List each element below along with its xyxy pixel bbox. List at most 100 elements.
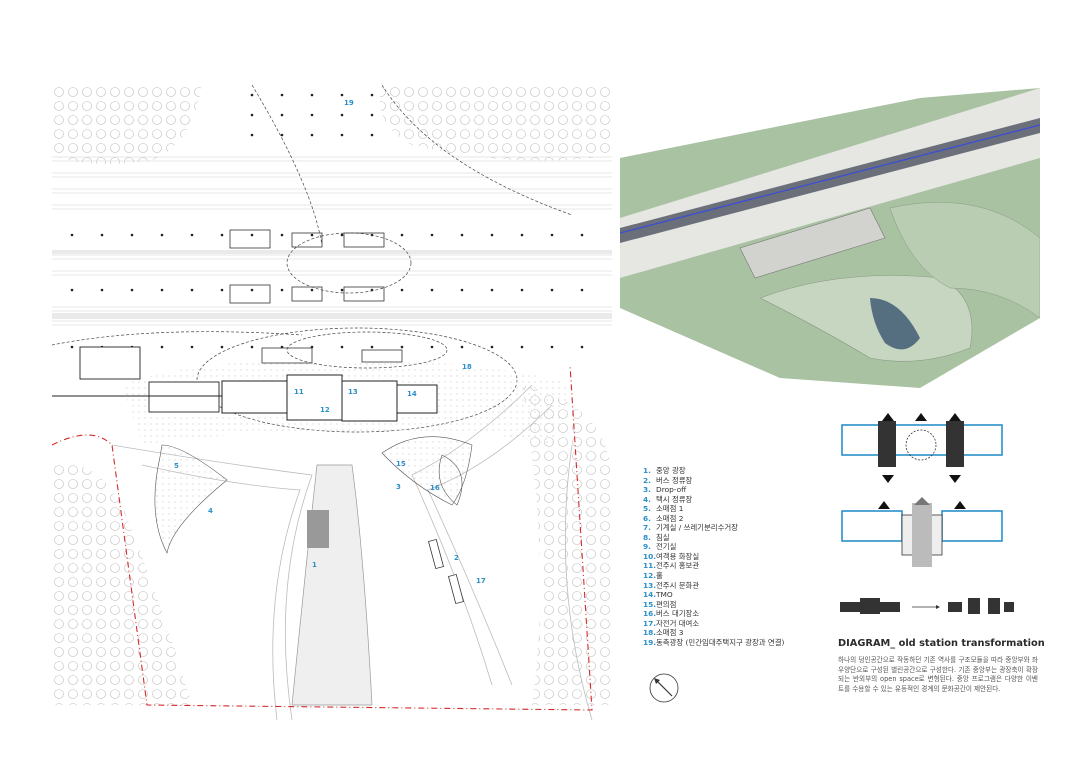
building-west [79, 346, 220, 413]
plan-label-17: 17 [476, 577, 486, 585]
legend-number: 16. [643, 609, 657, 619]
legend-number: 2. [643, 475, 651, 485]
rail-line [620, 124, 1040, 234]
island-west [154, 444, 228, 554]
legend-item: 17.자전거 대여소 [643, 619, 843, 629]
legend-number: 8. [643, 532, 651, 542]
legend-item: 8. 침실 [643, 533, 843, 543]
legend-label: 전주시 문화관 [656, 580, 700, 590]
legend-number: 3. [643, 485, 651, 495]
water-feature [870, 298, 920, 350]
legend-label: 자전거 대여소 [656, 618, 700, 628]
rail-track [620, 118, 1040, 243]
legend-item: 6. 소매점 2 [643, 514, 843, 524]
legend-item: 3. Drop-off [643, 485, 843, 495]
legend-label: 기계실 / 쓰레기분리수거장 [656, 523, 738, 533]
plan-label-15: 15 [396, 460, 406, 468]
legend-number: 12. [643, 571, 657, 581]
plan-label-19: 19 [344, 99, 354, 107]
legend-item: 15.편의점 [643, 600, 843, 610]
legend-number: 1. [643, 466, 651, 475]
legend-label: 버스 대기장소 [656, 609, 700, 619]
diagram-plan-before [841, 413, 1003, 483]
plan-label-5: 5 [174, 462, 179, 470]
legend-label: 소매점 1 [656, 504, 684, 514]
legend-label: 여객용 화장실 [656, 551, 700, 561]
legend-label: Drop-off [656, 485, 687, 495]
legend-number: 17. [643, 618, 657, 628]
aerial-view [620, 88, 1040, 388]
legend-item: 1. 중앙 광장 [643, 466, 843, 476]
plan-label-11: 11 [294, 388, 304, 396]
column-grid [70, 93, 584, 349]
legend-label: 침실 [656, 532, 670, 542]
legend-item: 4. 택시 정류장 [643, 495, 843, 505]
plan-label-16: 16 [430, 484, 440, 492]
platform-stairs [229, 229, 403, 364]
legend-label: 소매점 2 [656, 513, 684, 523]
north-arrow-icon [649, 673, 679, 703]
legend-number: 10. [643, 551, 657, 561]
diagram-description: 하나의 덩인공간으로 작동하던 기존 역사를 구조모듈을 따라 중앙부와 좌우양… [838, 656, 1038, 693]
railway-tracks [52, 156, 612, 326]
legend-label: 홀 [656, 571, 663, 581]
legend-label: 소매점 3 [656, 628, 684, 638]
legend-item: 2. 버스 정류장 [643, 476, 843, 486]
legend-number: 5. [643, 504, 651, 514]
buses [428, 538, 464, 605]
legend-number: 9. [643, 542, 651, 552]
legend-item: 19.동측광장 (민간임대주택지구 광장과 연결) [643, 638, 843, 648]
station-massing [739, 207, 886, 279]
legend-item: 16.버스 대기장소 [643, 609, 843, 619]
legend-label: 전기실 [656, 542, 677, 552]
diagram-plan-after [841, 497, 1003, 567]
tree-area-ne [380, 85, 612, 161]
diagram-title: DIAGRAM_ old station transformation [838, 638, 1045, 649]
legend-number: 14. [643, 590, 657, 600]
station-building [52, 374, 438, 422]
plan-label-4: 4 [208, 507, 213, 515]
legend-item: 13.전주시 문화관 [643, 581, 843, 591]
central-pavilion [307, 510, 329, 548]
legend-item: 5. 소매점 1 [643, 504, 843, 514]
legend-number: 11. [643, 561, 657, 571]
legend-label: 버스 정류장 [656, 475, 693, 485]
legend-item: 11.전주시 홍보관 [643, 561, 843, 571]
plan-label-13: 13 [348, 388, 358, 396]
plan-label-1: 1 [312, 561, 317, 569]
legend-number: 13. [643, 580, 657, 590]
island-east [381, 436, 473, 506]
legend-number: 18. [643, 628, 657, 638]
legend-label: 전주시 홍보관 [656, 561, 700, 571]
legend-label: 동측광장 (민간임대주택지구 광장과 연결) [656, 637, 785, 647]
legend-label: 편의점 [656, 599, 677, 609]
plan-label-2: 2 [454, 554, 459, 562]
site-boundary [52, 364, 593, 711]
legend-label: 택시 정류장 [656, 494, 693, 504]
tree-band-east [522, 385, 612, 705]
legend-item: 18.소매점 3 [643, 628, 843, 638]
site-plan: 19 1 2 3 4 5 11 12 13 14 15 16 17 18 [52, 85, 612, 720]
legend-number: 4. [643, 494, 651, 504]
legend-label: TMO [656, 590, 673, 600]
plan-label-14: 14 [407, 390, 417, 398]
legend-number: 19. [643, 637, 657, 647]
legend-number: 6. [643, 513, 651, 523]
plan-label-12: 12 [320, 406, 330, 414]
legend-item: 7. 기계실 / 쓰레기분리수거장 [643, 523, 843, 533]
legend-label: 중앙 광장 [656, 466, 686, 475]
platform [52, 313, 612, 319]
legend-item: 10.여객용 화장실 [643, 552, 843, 562]
legend-item: 12.홀 [643, 571, 843, 581]
tree-band-west [52, 463, 192, 705]
east-green [889, 202, 1040, 319]
platform [52, 250, 612, 254]
plan-label-3: 3 [396, 483, 401, 491]
plan-label-18: 18 [462, 363, 472, 371]
legend-number: 7. [643, 523, 651, 533]
legend-number: 15. [643, 599, 657, 609]
diagram-massing [840, 598, 1014, 614]
legend-item: 14.TMO [643, 590, 843, 600]
legend: 1. 중앙 광장 2. 버스 정류장 3. Drop-off 4. 택시 정류장 5. 소매점 1… [643, 466, 843, 647]
legend-item: 9. 전기실 [643, 542, 843, 552]
